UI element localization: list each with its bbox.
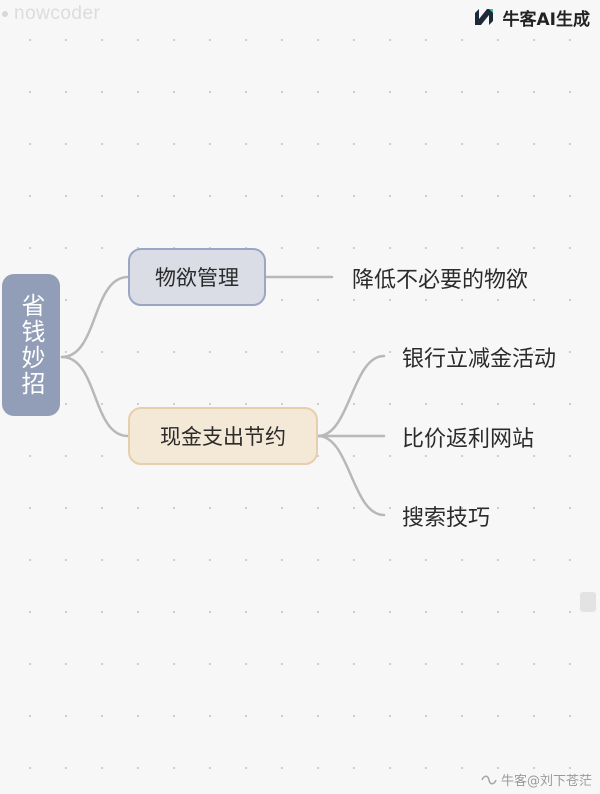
connector-root-branch1	[60, 275, 130, 359]
brand-name: 牛客AI生成	[502, 9, 590, 30]
mindmap-leaf-node[interactable]: 比价返利网站	[402, 427, 535, 452]
brand-header: 牛客AI生成	[473, 6, 590, 30]
side-toolbar-button[interactable]	[580, 592, 596, 612]
mindmap-branch-node[interactable]: 物欲管理	[128, 248, 266, 306]
footer-attribution: 牛客@刘下苍茫	[481, 770, 592, 789]
footer-text: 牛客@刘下苍茫	[500, 774, 592, 789]
nowcoder-watermark: nowcoder	[2, 3, 100, 25]
connector-branch2-leaf1	[316, 354, 386, 438]
connector-branch2-leaf3	[316, 434, 386, 517]
mindmap-root-node[interactable]: 省钱妙招	[2, 274, 60, 416]
mindmap-leaf-node[interactable]: 降低不必要的物欲	[352, 268, 529, 293]
mindmap-leaf-node[interactable]: 银行立减金活动	[402, 347, 557, 372]
mindmap-leaf-node[interactable]: 搜索技巧	[402, 506, 491, 531]
nowcoder-small-icon	[481, 774, 497, 785]
nowcoder-logo-icon	[474, 9, 493, 25]
watermark-text: nowcoder	[14, 3, 101, 24]
connector-root-branch2	[60, 355, 130, 438]
mindmap-branch-node[interactable]: 现金支出节约	[128, 407, 318, 465]
